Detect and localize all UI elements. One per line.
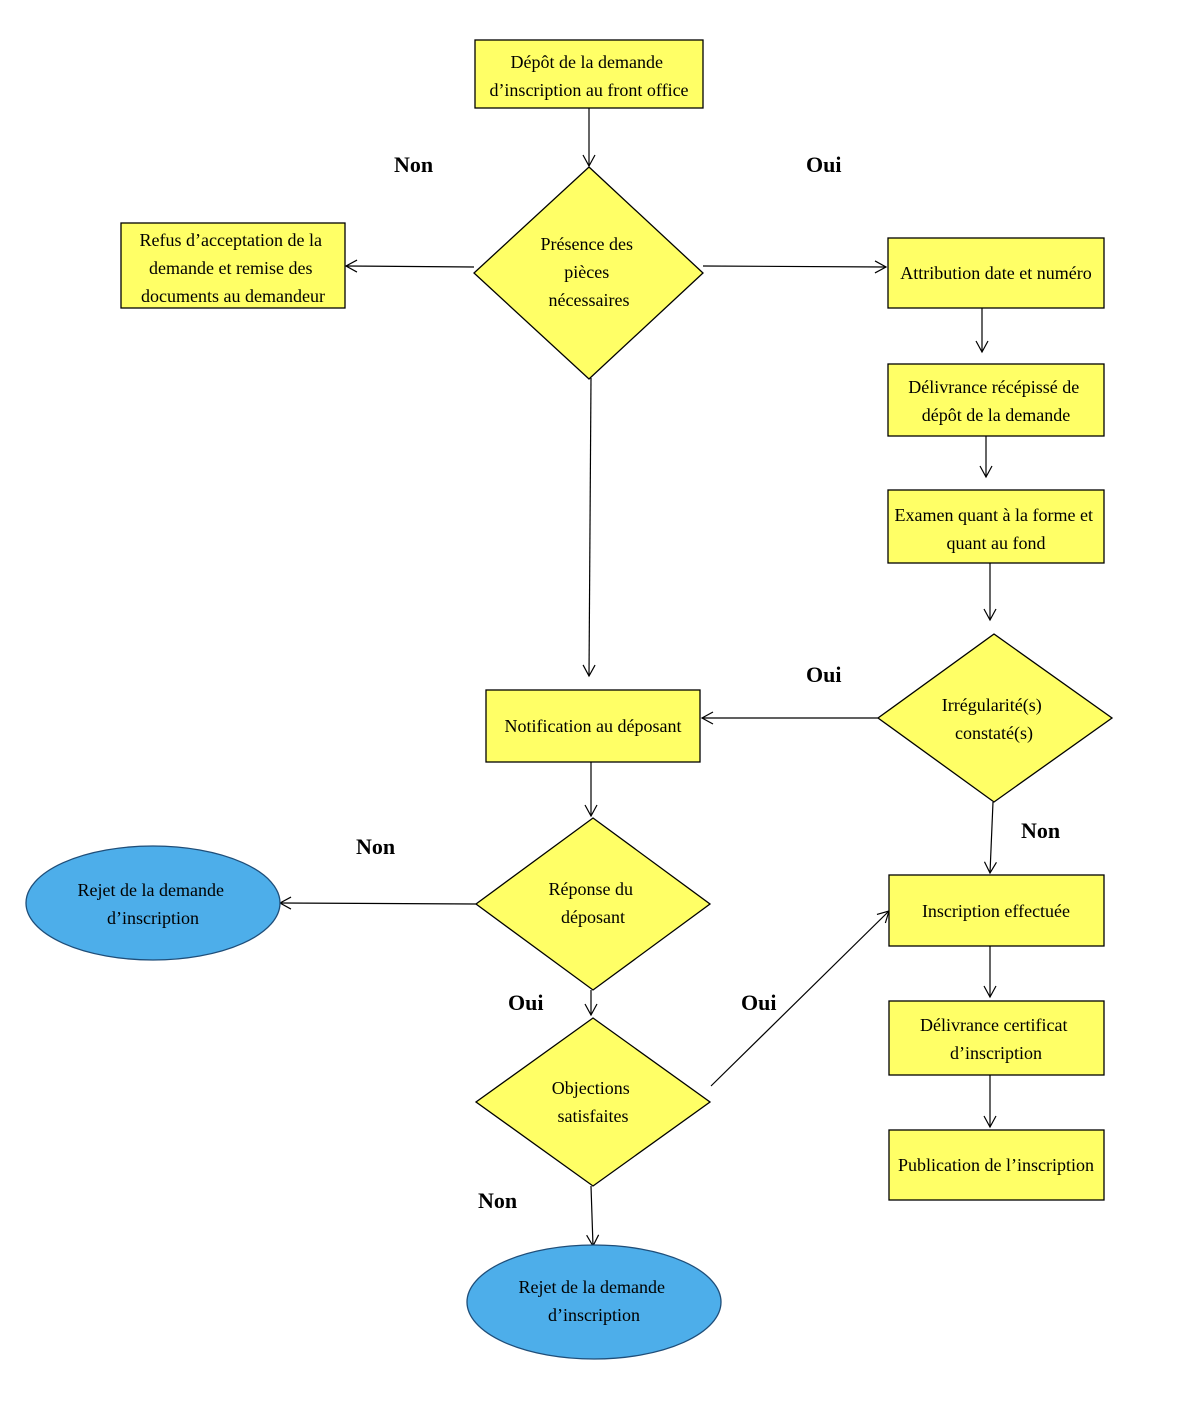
node-rejet-1-shape (25, 845, 281, 961)
label-presence-oui: Oui (806, 152, 841, 177)
node-objections-label: Objections satisfaites (552, 1078, 635, 1126)
node-notification-label: Notification au déposant (505, 716, 682, 736)
node-depot: Dépôt de la demande d’inscription au fro… (474, 39, 704, 109)
node-delivrance-certificat-label: Délivrance certificat d’inscription (920, 1015, 1072, 1063)
node-refus: Refus d’acceptation de la demande et rem… (120, 222, 346, 309)
label-irregularites-oui: Oui (806, 662, 841, 687)
node-reponse-label: Réponse du déposant (549, 879, 638, 927)
node-rejet-2: Rejet de la demande d’inscription (466, 1244, 722, 1360)
edge-reponse-rejet1 (278, 896, 477, 910)
node-rejet-2-shape (466, 1244, 722, 1360)
node-examen: Examen quant à la forme et quant au fond (887, 489, 1105, 564)
label-reponse-non: Non (356, 834, 395, 859)
label-reponse-oui: Oui (508, 990, 543, 1015)
node-irregularites-label: Irrégularité(s) constaté(s) (942, 695, 1046, 744)
node-attribution-label: Attribution date et numéro (900, 263, 1091, 283)
node-publication-label: Publication de l’inscription (898, 1155, 1094, 1175)
node-presence: Présence des pièces nécessaires (473, 166, 704, 380)
node-irregularites-shape (876, 633, 1114, 803)
node-notification-shape (485, 689, 701, 763)
node-inscription-effectuee-label: Inscription effectuée (922, 901, 1070, 921)
label-irregularites-non: Non (1021, 818, 1060, 843)
node-delivrance-recepisse: Délivrance récépissé de dépôt de la dema… (887, 363, 1105, 437)
edge-irregularites-inscription (983, 801, 997, 875)
node-inscription-effectuee-shape (888, 874, 1105, 947)
node-attribution: Attribution date et numéro (887, 237, 1105, 309)
node-examen-label: Examen quant à la forme et quant au fond (895, 505, 1098, 553)
branch-labels: Non Oui Oui Non Non Oui Oui Non (356, 152, 1060, 1213)
node-publication: Publication de l’inscription (888, 1129, 1105, 1201)
edge-presence-refus (344, 259, 475, 273)
label-objections-non: Non (478, 1188, 517, 1213)
node-rejet-1: Rejet de la demande d’inscription (25, 845, 281, 961)
edge-presence-notification (582, 377, 596, 678)
node-refus-shape (120, 222, 346, 309)
node-examen-shape (887, 489, 1105, 564)
node-delivrance-certificat: Délivrance certificat d’inscription (888, 1000, 1105, 1076)
node-delivrance-certificat-shape (888, 1000, 1105, 1076)
node-objections-shape (474, 1017, 712, 1187)
node-depot-label: Dépôt de la demande d’inscription au fro… (489, 52, 688, 100)
node-inscription-effectuee: Inscription effectuée (888, 874, 1105, 947)
node-irregularites: Irrégularité(s) constaté(s) (876, 633, 1114, 803)
node-presence-label: Présence des pièces nécessaires (541, 234, 638, 310)
edges (278, 108, 997, 1248)
node-attribution-shape (887, 237, 1105, 309)
edge-objections-inscription (710, 910, 890, 1087)
node-delivrance-recepisse-label: Délivrance récépissé de dépôt de la dema… (908, 377, 1083, 425)
node-presence-shape (473, 166, 704, 380)
node-rejet-2-label: Rejet de la demande d’inscription (519, 1277, 670, 1325)
node-delivrance-recepisse-shape (887, 363, 1105, 437)
edge-presence-attribution (702, 260, 888, 274)
edge-objections-rejet2 (586, 1185, 600, 1248)
node-refus-label: Refus d’acceptation de la demande et rem… (140, 230, 327, 306)
label-objections-oui: Oui (741, 990, 776, 1015)
node-depot-shape (474, 39, 704, 109)
node-notification: Notification au déposant (485, 689, 701, 763)
node-objections: Objections satisfaites (474, 1017, 712, 1187)
node-publication-shape (888, 1129, 1105, 1201)
node-reponse: Réponse du déposant (474, 817, 712, 991)
node-reponse-shape (474, 817, 712, 991)
label-presence-non: Non (394, 152, 433, 177)
node-rejet-1-label: Rejet de la demande d’inscription (78, 880, 229, 928)
